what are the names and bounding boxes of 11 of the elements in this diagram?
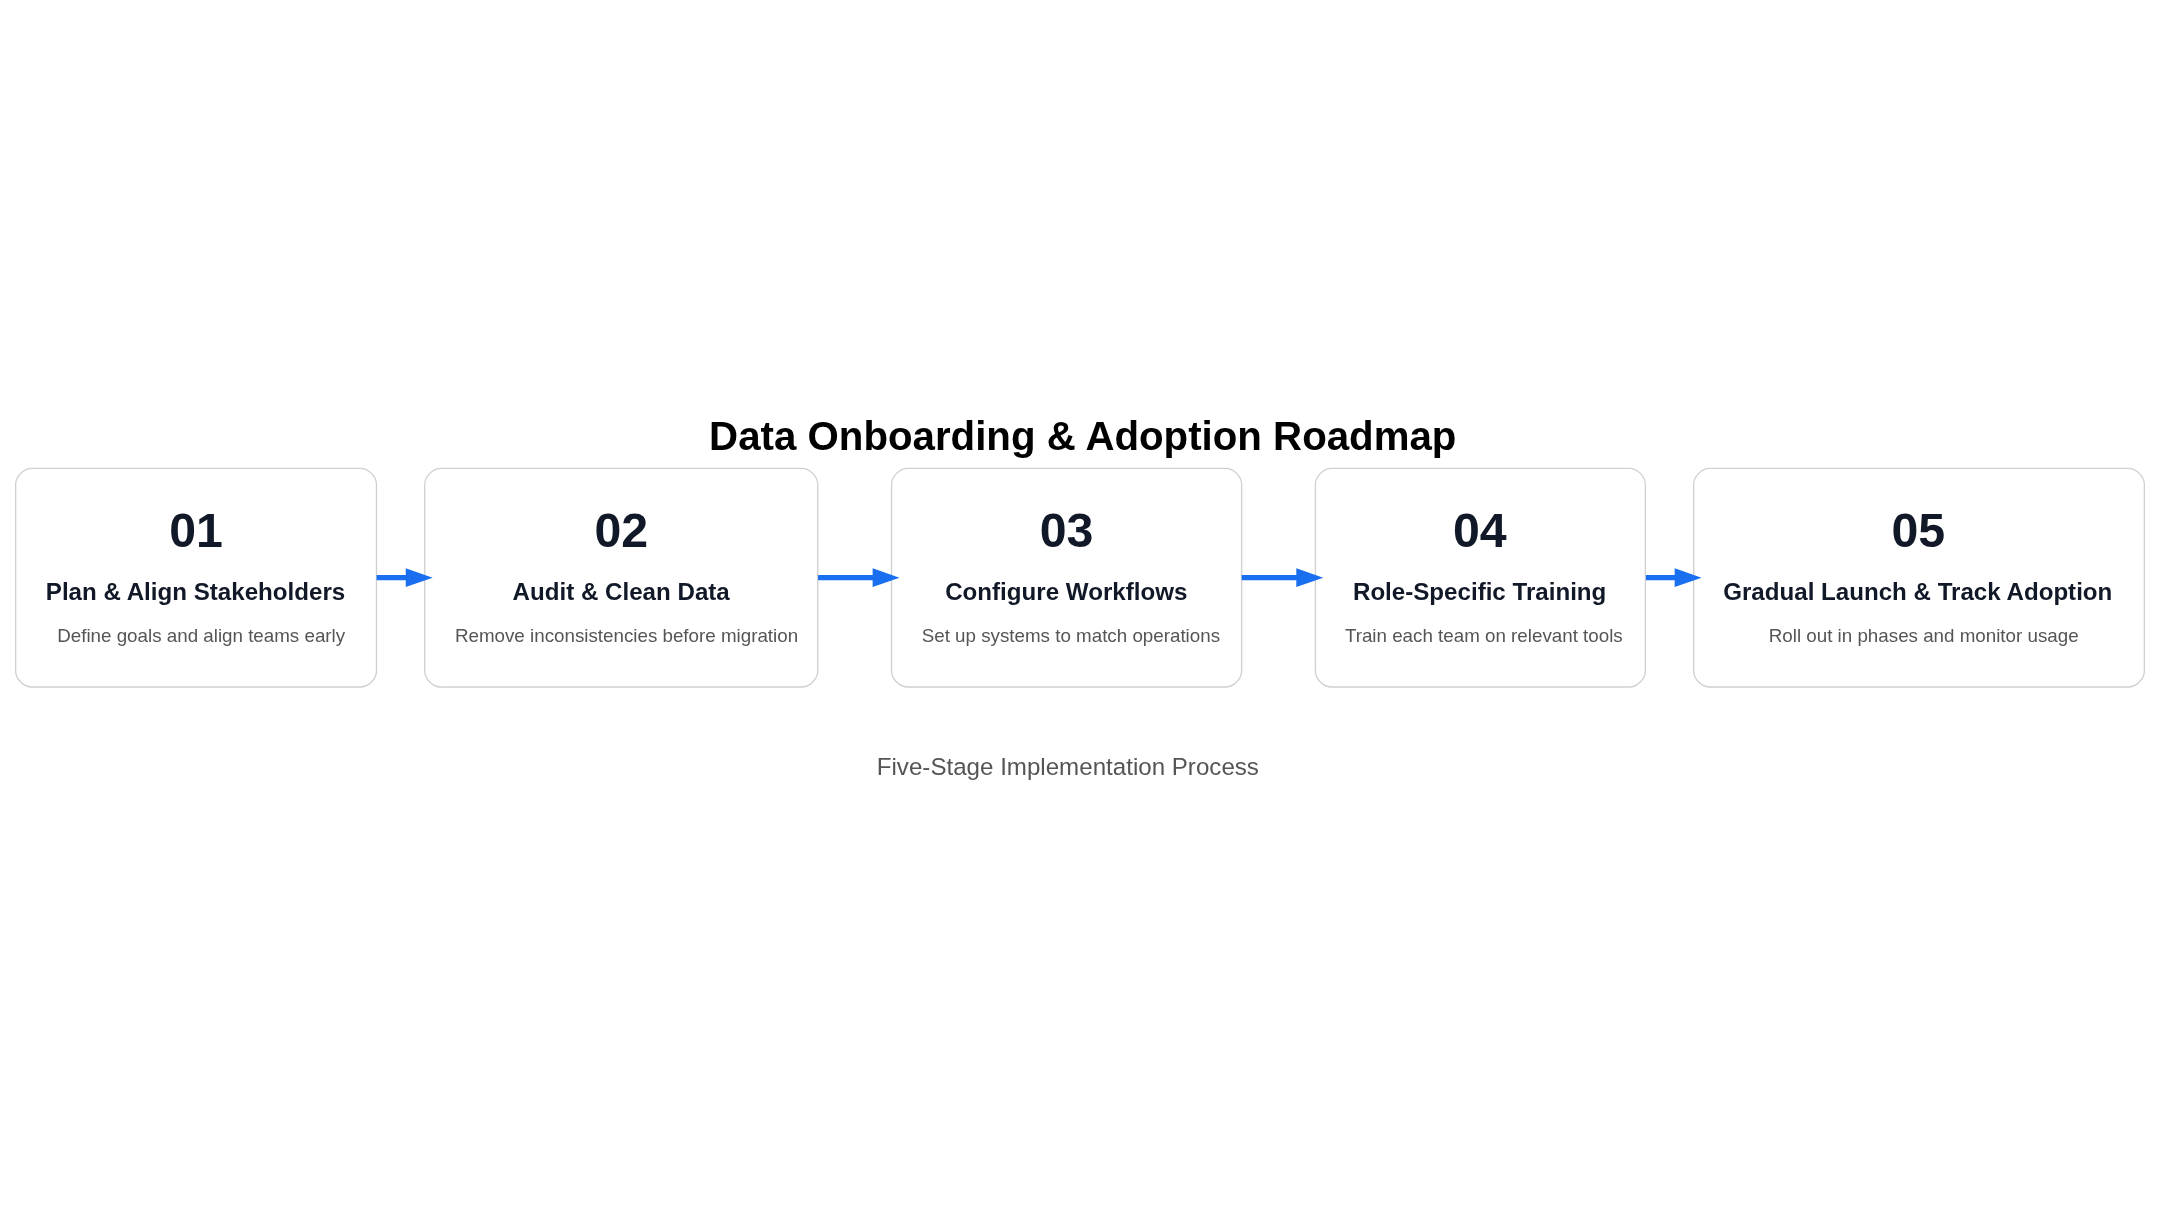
node-box: 01 Plan & Align Stakeholders Define goals and align teams early (15, 467, 378, 688)
arrow (376, 567, 433, 587)
node-box: 02 Audit & Clean Data Remove inconsistencies before migration (424, 467, 819, 688)
arrow (1241, 567, 1324, 587)
node-box: 03 Configure Workflows Set up systems to match operations (890, 467, 1243, 688)
node-box: 05 Gradual Launch & Track Adoption Roll out in phases and monitor usage (1693, 467, 2145, 688)
node-box: 04 Role-Specific Training Train each team on relevant tools (1314, 467, 1647, 688)
diagram-title: Data Onboarding & Adoption Roadmap (709, 413, 1457, 459)
label: Five-Stage Implementation Process (876, 752, 1259, 780)
arrow (1645, 567, 1702, 587)
arrow (818, 567, 900, 587)
